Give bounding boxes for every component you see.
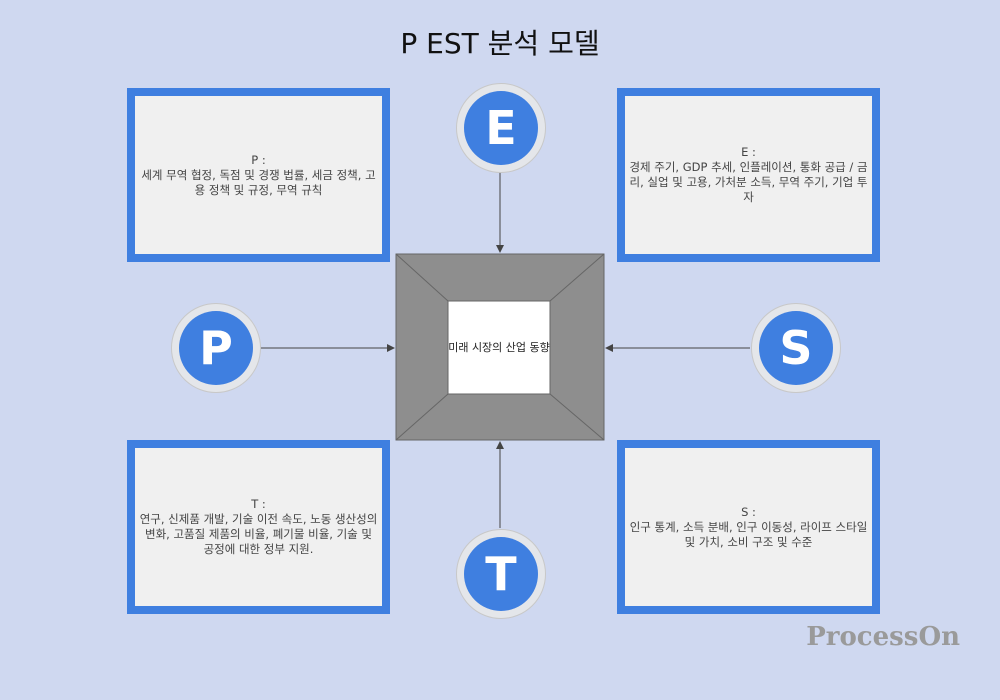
watermark: ProcessOn [806, 622, 960, 652]
economic-heading: E : [741, 145, 756, 159]
e-circle: E [456, 83, 546, 173]
social-box: S :인구 통계, 소득 분배, 인구 이동성, 라이프 스타일 및 가치, 소… [617, 440, 880, 614]
t-circle: T [456, 529, 546, 619]
e-letter: E [464, 91, 538, 165]
economic-text: 경제 주기, GDP 추세, 인플레이션, 통화 공급 / 금리, 실업 및 고… [629, 160, 868, 204]
economic-box: E :경제 주기, GDP 추세, 인플레이션, 통화 공급 / 금리, 실업 … [617, 88, 880, 262]
page-title: P EST 분석 모델 [400, 27, 600, 60]
political-box: P :세계 무역 협정, 독점 및 경쟁 법률, 세금 정책, 고용 정책 및 … [127, 88, 390, 262]
social-text: 인구 통계, 소득 분배, 인구 이동성, 라이프 스타일 및 가치, 소비 구… [629, 519, 868, 549]
social-heading: S : [741, 504, 756, 519]
p-letter: P [179, 311, 253, 385]
center-label: 미래 시장의 산업 동향 [448, 341, 550, 354]
p-circle: P [171, 303, 261, 393]
technological-text: 연구, 신제품 개발, 기술 이전 속도, 노동 생산성의 변화, 고품질 제품… [139, 512, 378, 556]
t-letter: T [464, 537, 538, 611]
s-circle: S [751, 303, 841, 393]
technological-box: T :연구, 신제품 개발, 기술 이전 속도, 노동 생산성의 변화, 고품질… [127, 440, 390, 614]
s-letter: S [759, 311, 833, 385]
technological-heading: T : [251, 497, 266, 511]
political-text: 세계 무역 협정, 독점 및 경쟁 법률, 세금 정책, 고용 정책 및 규정,… [141, 167, 376, 197]
political-heading: P : [251, 152, 266, 167]
